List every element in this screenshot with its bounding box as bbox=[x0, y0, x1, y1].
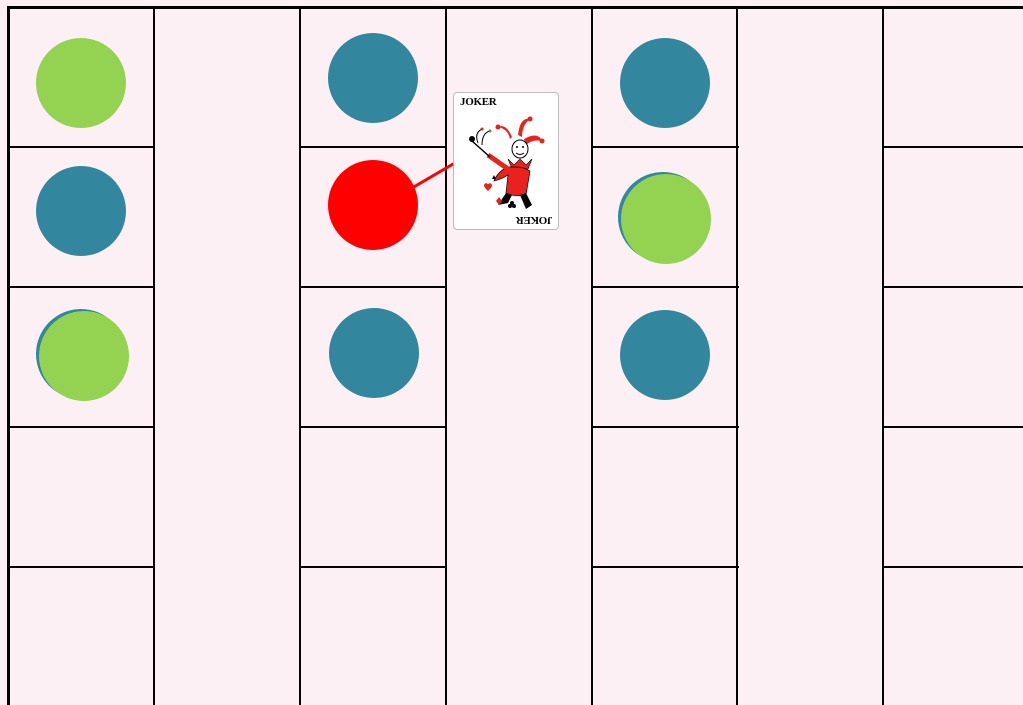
card-label-bottom: JOKER bbox=[516, 214, 552, 226]
token-c5-r2[interactable] bbox=[621, 174, 711, 264]
joker-jester-icon bbox=[468, 109, 546, 213]
token-c3-r1[interactable] bbox=[328, 33, 418, 123]
token-c1-r2[interactable] bbox=[36, 166, 126, 256]
token-c5-r1[interactable] bbox=[620, 38, 710, 128]
token-c5-r3[interactable] bbox=[620, 310, 710, 400]
token-c1-r3[interactable] bbox=[39, 311, 129, 401]
token-c3-r2[interactable] bbox=[328, 160, 418, 250]
token-c3-r3[interactable] bbox=[329, 308, 419, 398]
token-c1-r1[interactable] bbox=[36, 38, 126, 128]
joker-card[interactable]: JOKER bbox=[453, 92, 559, 230]
card-label-top: JOKER bbox=[460, 96, 496, 108]
